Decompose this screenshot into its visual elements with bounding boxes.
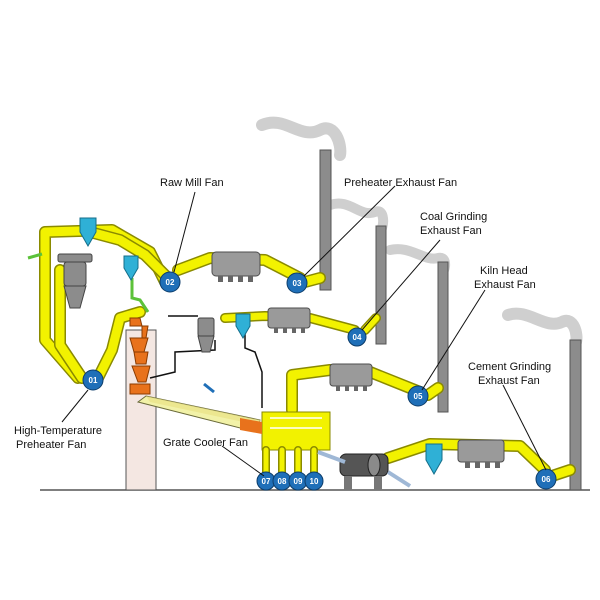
fan-08[interactable]: 08	[272, 471, 292, 491]
fan-09[interactable]: 09	[288, 471, 308, 491]
fan-10-icon	[304, 471, 324, 491]
fan-01-number: 01	[89, 376, 98, 385]
fan-07[interactable]: 07	[256, 471, 276, 491]
fan-06-number: 06	[542, 475, 551, 484]
fan-02[interactable]: 02	[159, 271, 181, 293]
clinker-conveyor	[317, 450, 346, 464]
fan-01-icon	[82, 369, 104, 391]
preheater-cyclones	[129, 317, 151, 395]
label-cement-grinding-line2: Exhaust Fan	[478, 375, 540, 387]
fan-02-icon	[159, 271, 181, 293]
label-high-temp-line2: Preheater Fan	[16, 439, 86, 451]
raw-meal-line	[27, 252, 150, 313]
cement-stack	[569, 339, 582, 491]
rotary-kiln	[136, 395, 262, 434]
fan-05-number: 05	[414, 392, 423, 401]
label-grate-cooler-fan: Grate Cooler Fan	[163, 437, 248, 449]
fan-04[interactable]: 04	[347, 327, 367, 347]
fan-03-icon	[286, 272, 308, 294]
bag-filters	[211, 251, 505, 468]
exhaust-stacks	[319, 149, 582, 491]
label-cement-grinding-line1: Cement Grinding	[468, 361, 551, 373]
fan-03[interactable]: 03	[286, 272, 308, 294]
fan-03-number: 03	[293, 279, 302, 288]
fan-10-number: 10	[310, 477, 319, 486]
fan-06[interactable]: 06	[535, 468, 557, 490]
dust-filters	[79, 217, 443, 476]
leader-lines	[61, 185, 547, 477]
label-kiln-head-line2: Exhaust Fan	[474, 279, 536, 291]
fan-10[interactable]: 10	[304, 471, 324, 491]
fan-02-number: 02	[166, 278, 175, 287]
label-high-temp-line1: High-Temperature	[14, 425, 102, 437]
raw-mill-cyclone	[57, 253, 93, 309]
kiln-head-stack	[437, 261, 449, 413]
fan-07-number: 07	[262, 477, 271, 486]
label-coal-grinding-line2: Exhaust Fan	[420, 225, 482, 237]
fan-04-number: 04	[353, 333, 362, 342]
cement-ball-mill	[339, 453, 412, 490]
label-kiln-head-line1: Kiln Head	[480, 265, 528, 277]
label-preheater-exhaust-fan: Preheater Exhaust Fan	[344, 177, 457, 189]
label-coal-grinding-line1: Coal Grinding	[420, 211, 487, 223]
fan-01[interactable]: 01	[82, 369, 104, 391]
fan-04-icon	[347, 327, 367, 347]
fan-08-number: 08	[278, 477, 287, 486]
coal-stack	[375, 225, 387, 345]
cooler-hood	[261, 411, 331, 451]
fan-05[interactable]: 05	[407, 385, 429, 407]
fan-05-icon	[407, 385, 429, 407]
coal-mill-cyclone	[197, 317, 215, 353]
label-raw-mill-fan: Raw Mill Fan	[160, 177, 224, 189]
preheater-stack	[319, 149, 332, 291]
fan-09-number: 09	[294, 477, 303, 486]
coal-pipes	[149, 315, 263, 408]
